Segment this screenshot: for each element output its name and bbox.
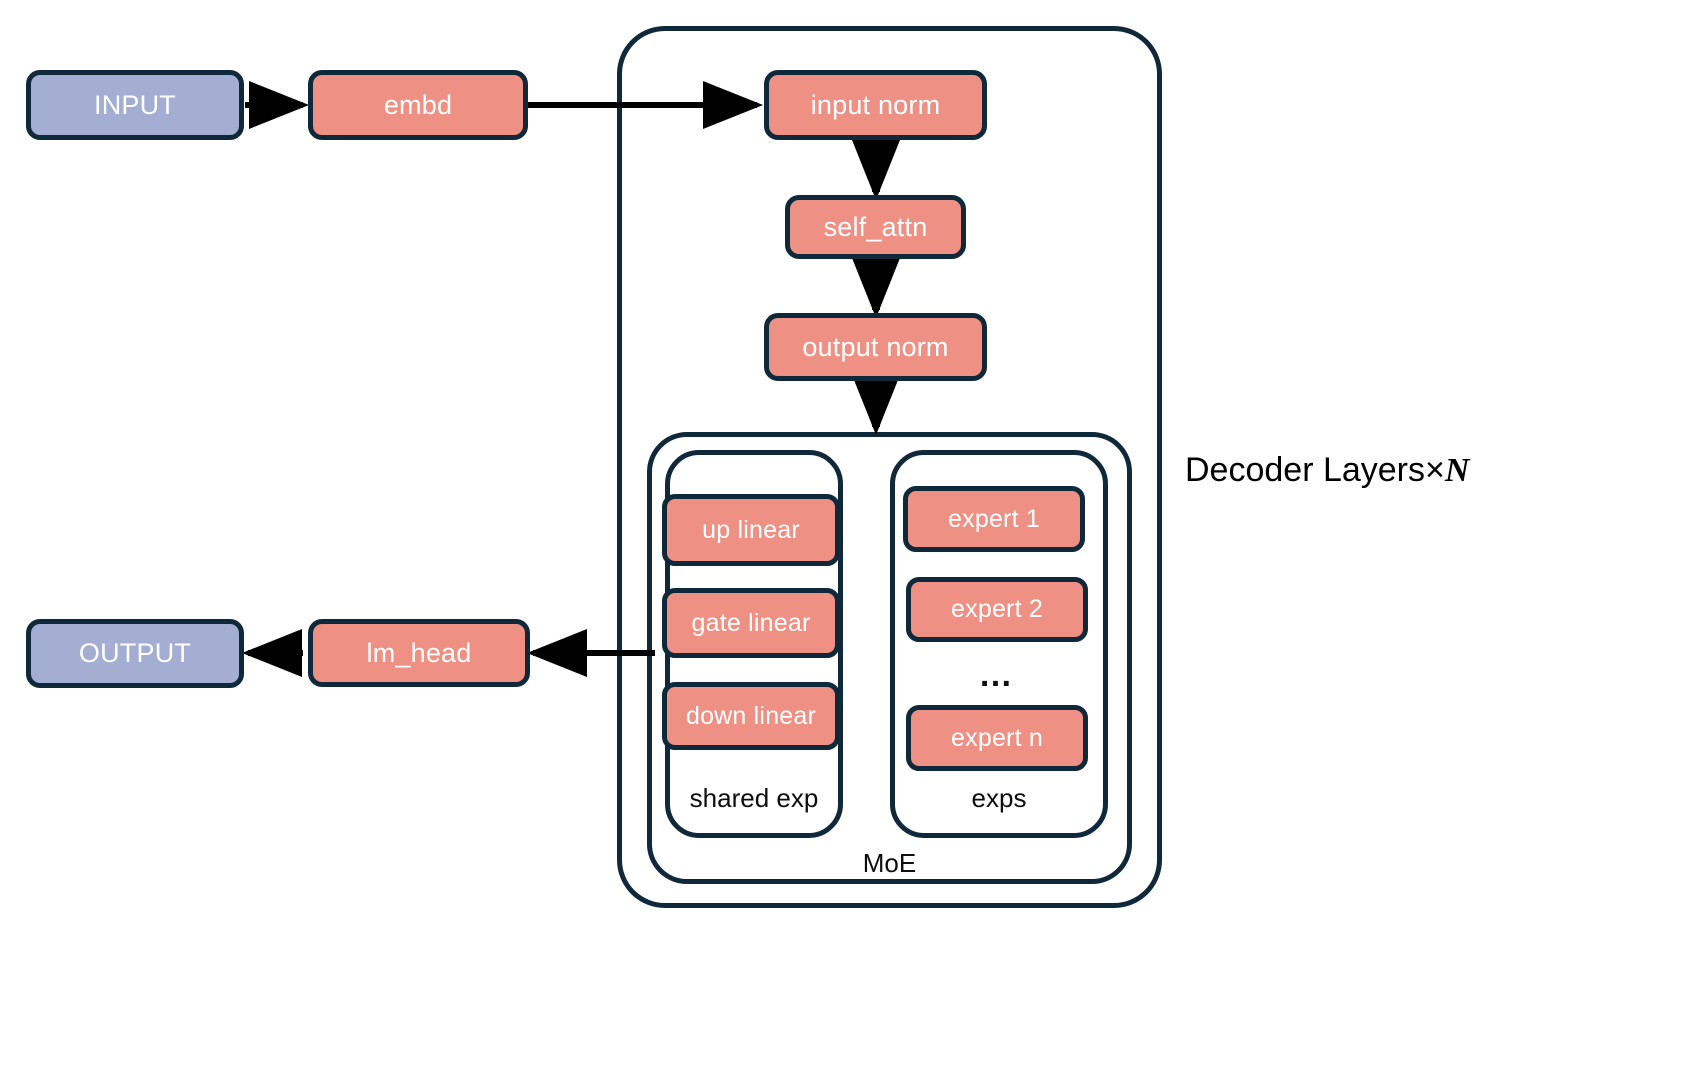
- node-up-linear-label: up linear: [702, 515, 800, 544]
- decoder-layers-caption-text: Decoder Layers×: [1185, 451, 1445, 489]
- node-expert-1-label: expert 1: [948, 504, 1040, 533]
- experts-container: [890, 450, 1108, 838]
- node-expert-2[interactable]: expert 2: [906, 577, 1088, 642]
- node-embd-label: embd: [383, 89, 453, 120]
- node-input-norm-label: input norm: [810, 89, 941, 120]
- experts-ellipsis: …: [978, 656, 1016, 694]
- shared-expert-label: shared exp: [689, 783, 819, 813]
- node-gate-linear-label: gate linear: [691, 608, 811, 637]
- node-output-label: OUTPUT: [78, 638, 192, 668]
- experts-label: exps: [971, 783, 1027, 813]
- node-output-norm-label: output norm: [802, 331, 949, 362]
- node-expert-n-label: expert n: [951, 723, 1043, 752]
- node-gate-linear[interactable]: gate linear: [662, 588, 840, 658]
- node-down-linear[interactable]: down linear: [662, 682, 840, 750]
- node-lm-head[interactable]: lm_head: [308, 619, 530, 687]
- node-expert-1[interactable]: expert 1: [903, 486, 1085, 552]
- node-self-attn[interactable]: self_attn: [785, 195, 966, 259]
- decoder-layers-container: [617, 26, 1162, 908]
- node-input[interactable]: INPUT: [26, 70, 244, 140]
- node-down-linear-label: down linear: [685, 701, 817, 730]
- node-lm-head-label: lm_head: [366, 637, 472, 668]
- node-up-linear[interactable]: up linear: [662, 494, 840, 566]
- node-expert-n[interactable]: expert n: [906, 705, 1088, 771]
- node-output-norm[interactable]: output norm: [764, 313, 987, 381]
- node-output[interactable]: OUTPUT: [26, 619, 244, 688]
- node-self-attn-label: self_attn: [823, 211, 928, 242]
- decoder-layers-caption: Decoder Layers×N: [1185, 453, 1469, 488]
- node-embd[interactable]: embd: [308, 70, 528, 140]
- moe-label: MoE: [862, 848, 917, 878]
- node-input-label: INPUT: [94, 89, 176, 120]
- node-input-norm[interactable]: input norm: [764, 70, 987, 140]
- decoder-layers-count-var: N: [1444, 452, 1470, 489]
- node-expert-2-label: expert 2: [951, 595, 1043, 623]
